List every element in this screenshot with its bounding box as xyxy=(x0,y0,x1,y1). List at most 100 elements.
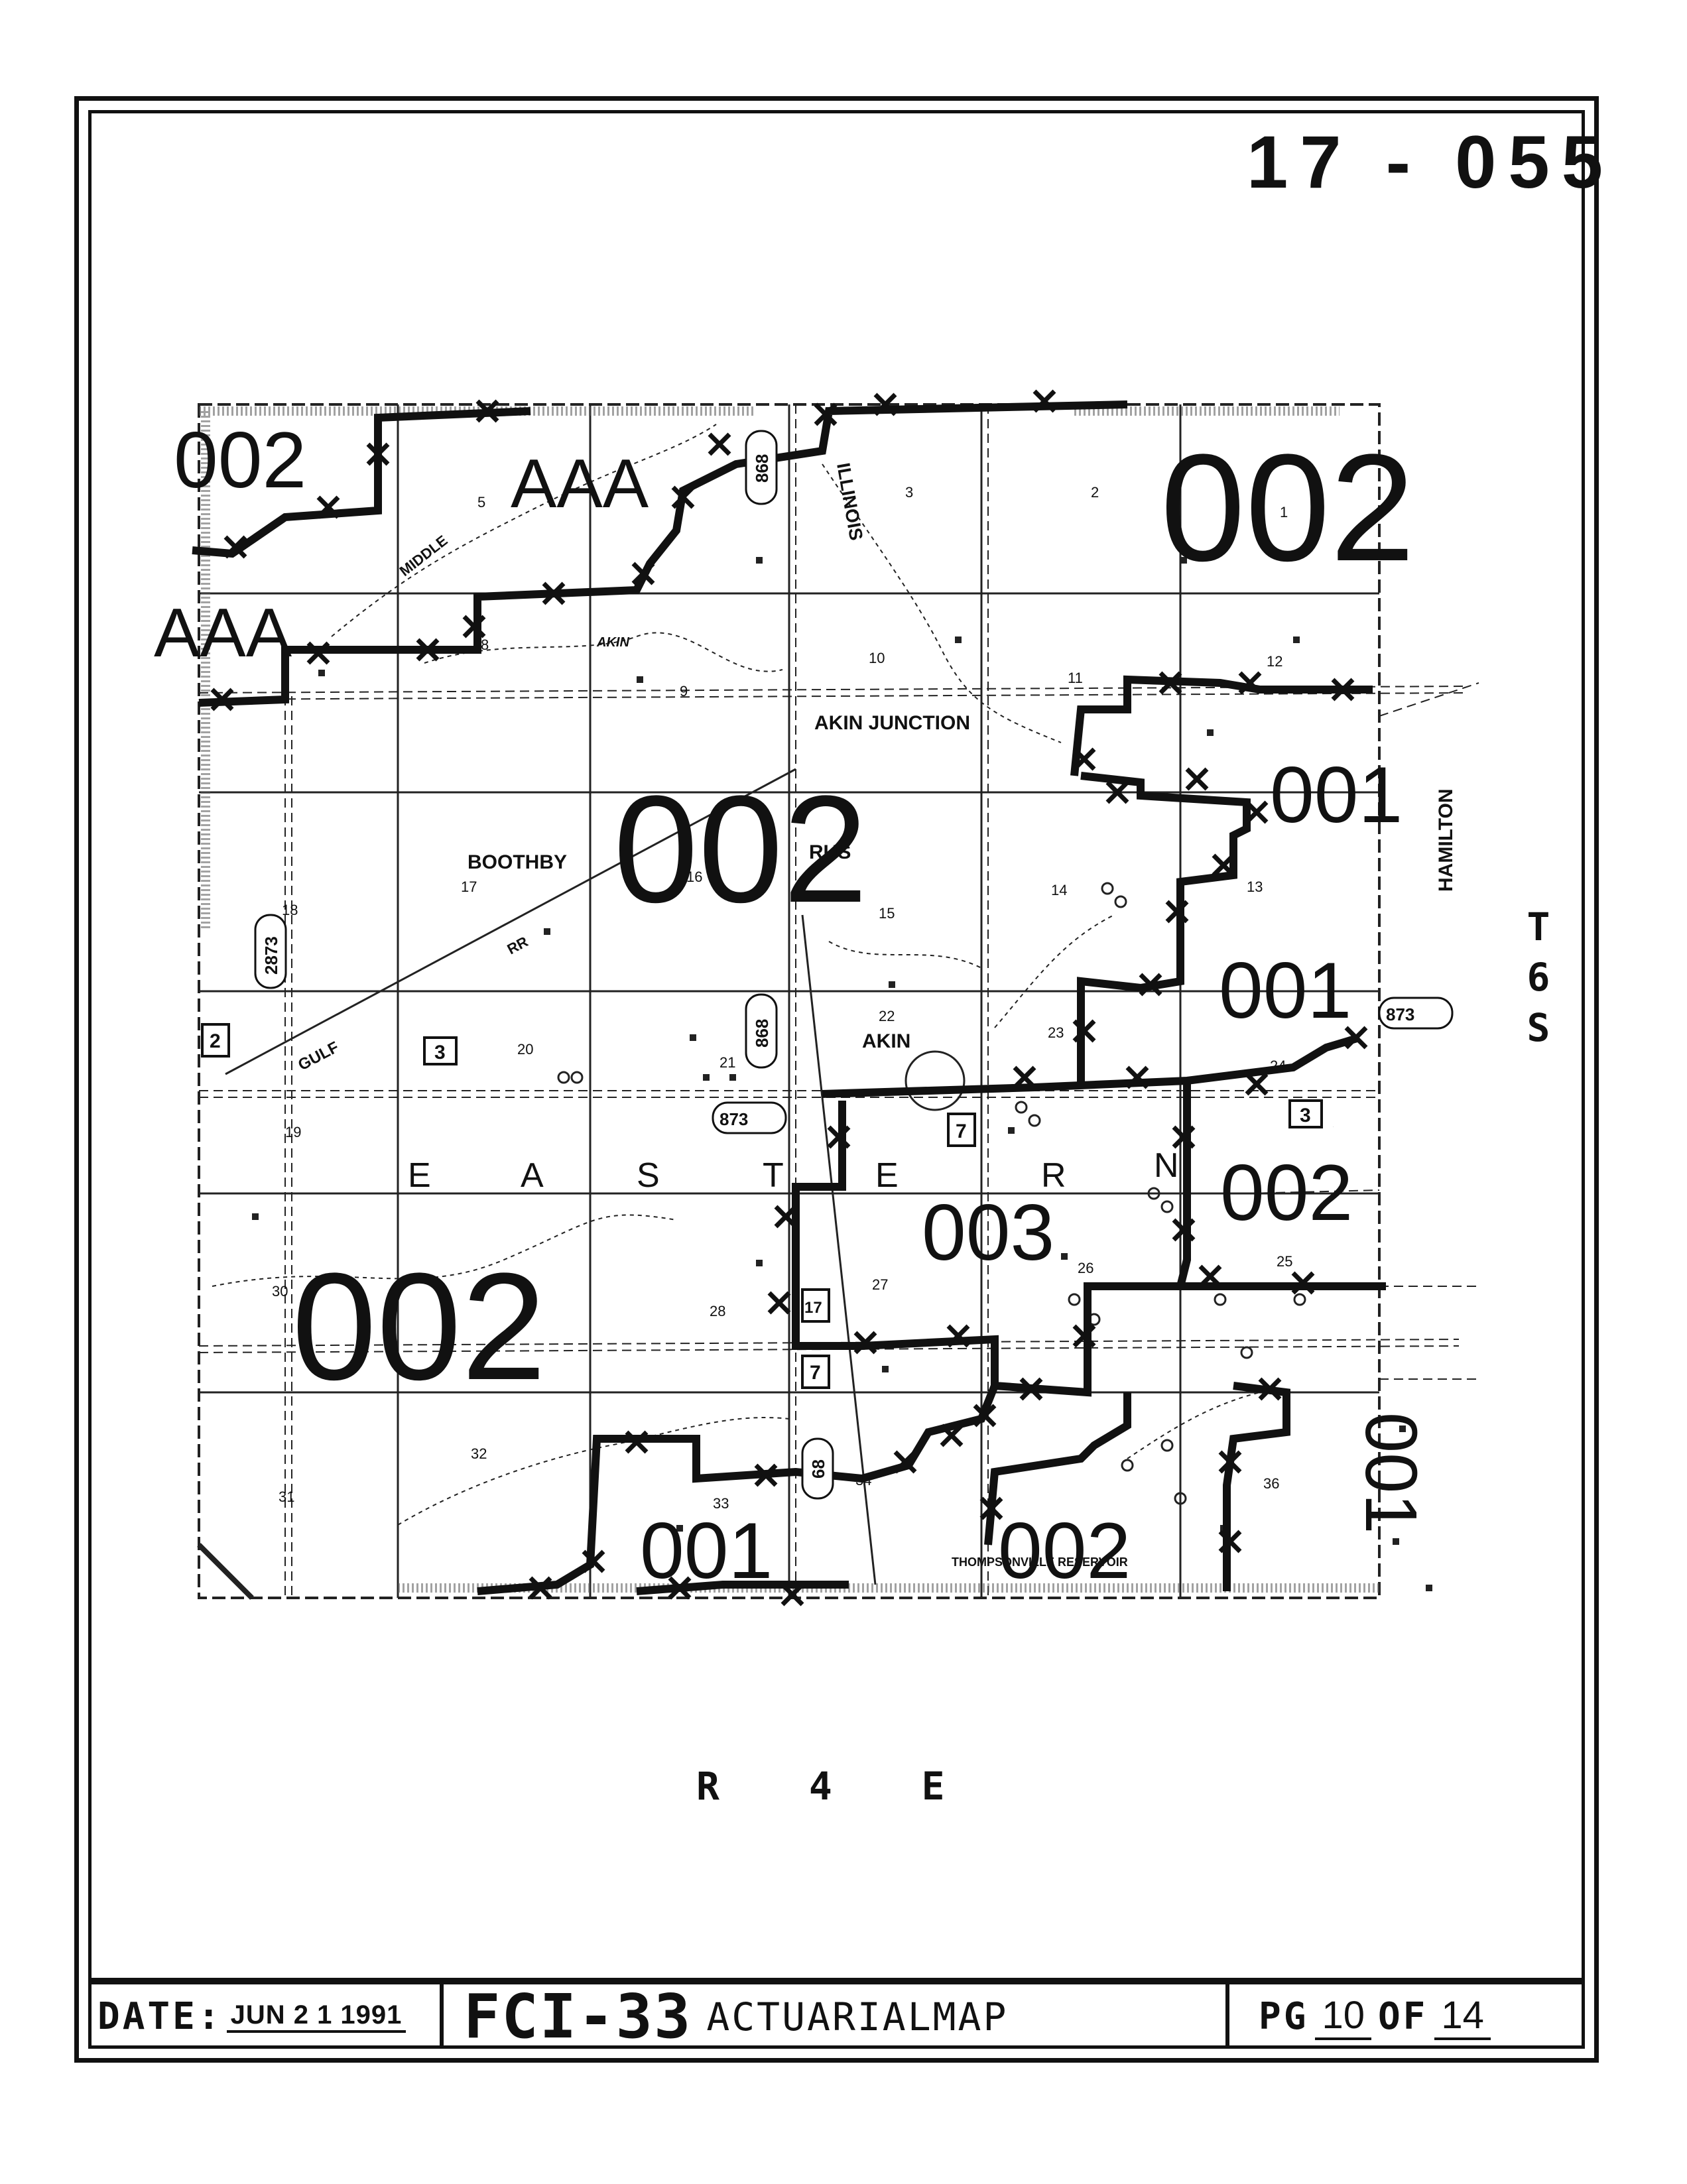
section-number: 32 xyxy=(471,1445,487,1462)
section-number: 2 xyxy=(1091,484,1099,501)
zone-label-s-center: 003 xyxy=(922,1188,1054,1277)
svg-text:873: 873 xyxy=(1386,1004,1414,1024)
svg-text:873: 873 xyxy=(719,1109,748,1129)
county-code: 17 - 055 xyxy=(1247,121,1615,204)
section-number: 18 xyxy=(282,902,298,918)
section-numbers: 5 3 2 1 8 9 10 11 12 17 16 15 14 13 18 2… xyxy=(272,484,1292,1512)
date-stamp: JUN 2 1 1991 xyxy=(226,2000,406,2033)
section-number: 13 xyxy=(1247,879,1263,895)
title-block: DATE: JUN 2 1 1991 FCI-33 ACTUARIALMAP P… xyxy=(88,1978,1585,2052)
section-number: 23 xyxy=(1048,1024,1064,1041)
route-square: 2 xyxy=(201,1023,230,1058)
place-akin-creek: AKIN xyxy=(596,635,629,650)
form-title-cell: FCI-33 ACTUARIALMAP xyxy=(444,1981,1229,2052)
place-reservoir: THOMPSONVILLE RESERVOIR xyxy=(952,1555,1128,1569)
route-shield: 868 xyxy=(745,993,778,1069)
section-number: 8 xyxy=(481,637,489,653)
section-number: 14 xyxy=(1051,882,1067,898)
svg-text:3: 3 xyxy=(434,1042,446,1063)
place-rr: RR xyxy=(505,933,531,957)
svg-text:2873: 2873 xyxy=(261,936,281,975)
boundary-crossings xyxy=(210,389,1368,1607)
page-of-label: OF xyxy=(1377,1995,1428,2038)
section-number: 27 xyxy=(872,1276,888,1293)
date-label: DATE: xyxy=(97,1995,223,2038)
zone-label-e3: 002 xyxy=(1220,1148,1353,1237)
township-label: T 6 S xyxy=(1519,902,1558,1053)
eastern-letter: N xyxy=(1154,1146,1179,1185)
place-illinois: ILLINOIS xyxy=(833,461,867,542)
township-letter: S xyxy=(1527,1005,1550,1050)
route-squares: 3 3 2 7 7 17 3 xyxy=(201,1023,1334,1389)
zone-label-ne: 002 xyxy=(1160,422,1415,593)
date-cell: DATE: JUN 2 1 1991 xyxy=(88,1984,444,2049)
zone-label-sw: 002 xyxy=(292,1241,546,1412)
place-akin: AKIN xyxy=(862,1030,910,1052)
outer-border xyxy=(74,96,1599,2063)
form-title: ACTUARIALMAP xyxy=(706,1994,1009,2039)
section-number: 25 xyxy=(1277,1253,1292,1270)
zone-label-s3: 001 xyxy=(1350,1412,1432,1534)
route-square: 17 xyxy=(801,1288,830,1323)
place-akin-junction: AKIN JUNCTION xyxy=(814,712,970,734)
section-number: 26 xyxy=(1078,1260,1093,1276)
zone-label-n: AAA xyxy=(511,446,649,522)
section-number: 11 xyxy=(1068,670,1083,686)
svg-text:7: 7 xyxy=(810,1362,821,1384)
section-number: 5 xyxy=(477,494,485,511)
zone-label-e1: 001 xyxy=(1270,751,1403,839)
route-square: 3 xyxy=(423,1036,458,1065)
eastern-letter: T xyxy=(763,1156,784,1195)
place-middle: MIDDLE xyxy=(397,532,451,579)
zone-label-w: AAA xyxy=(154,595,292,672)
zone-label-s2: 002 xyxy=(998,1506,1131,1595)
section-number: 33 xyxy=(713,1495,729,1512)
svg-text:68: 68 xyxy=(808,1459,828,1479)
section-number: 15 xyxy=(879,905,895,922)
route-square: 3 xyxy=(1333,1126,1334,1128)
svg-text:17: 17 xyxy=(804,1299,822,1317)
eastern-letter: S xyxy=(637,1156,660,1195)
section-number: 21 xyxy=(719,1054,735,1071)
section-number: 30 xyxy=(272,1283,288,1300)
eastern-letter: R xyxy=(1041,1156,1066,1195)
svg-text:2: 2 xyxy=(210,1030,221,1052)
place-rus: RUS xyxy=(809,841,851,863)
eastern-letter: A xyxy=(521,1156,544,1195)
section-number: 22 xyxy=(879,1008,895,1024)
section-number: 16 xyxy=(686,869,702,885)
township-letter: 6 xyxy=(1527,955,1550,1000)
zone-boundaries xyxy=(192,400,1386,1595)
page-label: PG xyxy=(1259,1995,1309,2038)
svg-text:868: 868 xyxy=(752,1019,772,1048)
svg-text:7: 7 xyxy=(956,1121,967,1142)
zone-label-s1: 001 xyxy=(640,1506,773,1595)
page-number: 10 xyxy=(1315,1993,1371,2040)
eastern-letter: E xyxy=(408,1156,431,1195)
route-shields: 868 868 2873 873 873 68 xyxy=(254,430,1454,1500)
section-number: 19 xyxy=(285,1124,301,1140)
section-number: 31 xyxy=(279,1488,294,1505)
section-number: 10 xyxy=(869,650,885,666)
township-letter: T xyxy=(1527,904,1550,949)
route-shield: 868 xyxy=(745,430,778,505)
route-square: 3 xyxy=(1288,1099,1323,1128)
svg-text:868: 868 xyxy=(752,454,772,483)
range-label: R 4 E xyxy=(696,1764,965,1809)
section-number: 20 xyxy=(517,1041,533,1058)
section-number: 1 xyxy=(1280,504,1288,520)
svg-text:3: 3 xyxy=(1300,1105,1311,1126)
page-total: 14 xyxy=(1434,1993,1491,2040)
form-code: FCI-33 xyxy=(464,1981,692,2052)
section-number: 17 xyxy=(461,879,477,895)
route-shield: 873 xyxy=(712,1101,787,1134)
section-number: 36 xyxy=(1263,1475,1279,1492)
route-shield: 68 xyxy=(801,1437,834,1500)
eastern-letters: E A S T E R N xyxy=(408,1146,1179,1195)
section-number: 12 xyxy=(1267,653,1282,670)
section-number: 34 xyxy=(855,1472,871,1488)
section-number: 28 xyxy=(710,1303,725,1319)
zone-label-nw: 002 xyxy=(174,416,306,505)
section-number: 9 xyxy=(680,683,688,699)
